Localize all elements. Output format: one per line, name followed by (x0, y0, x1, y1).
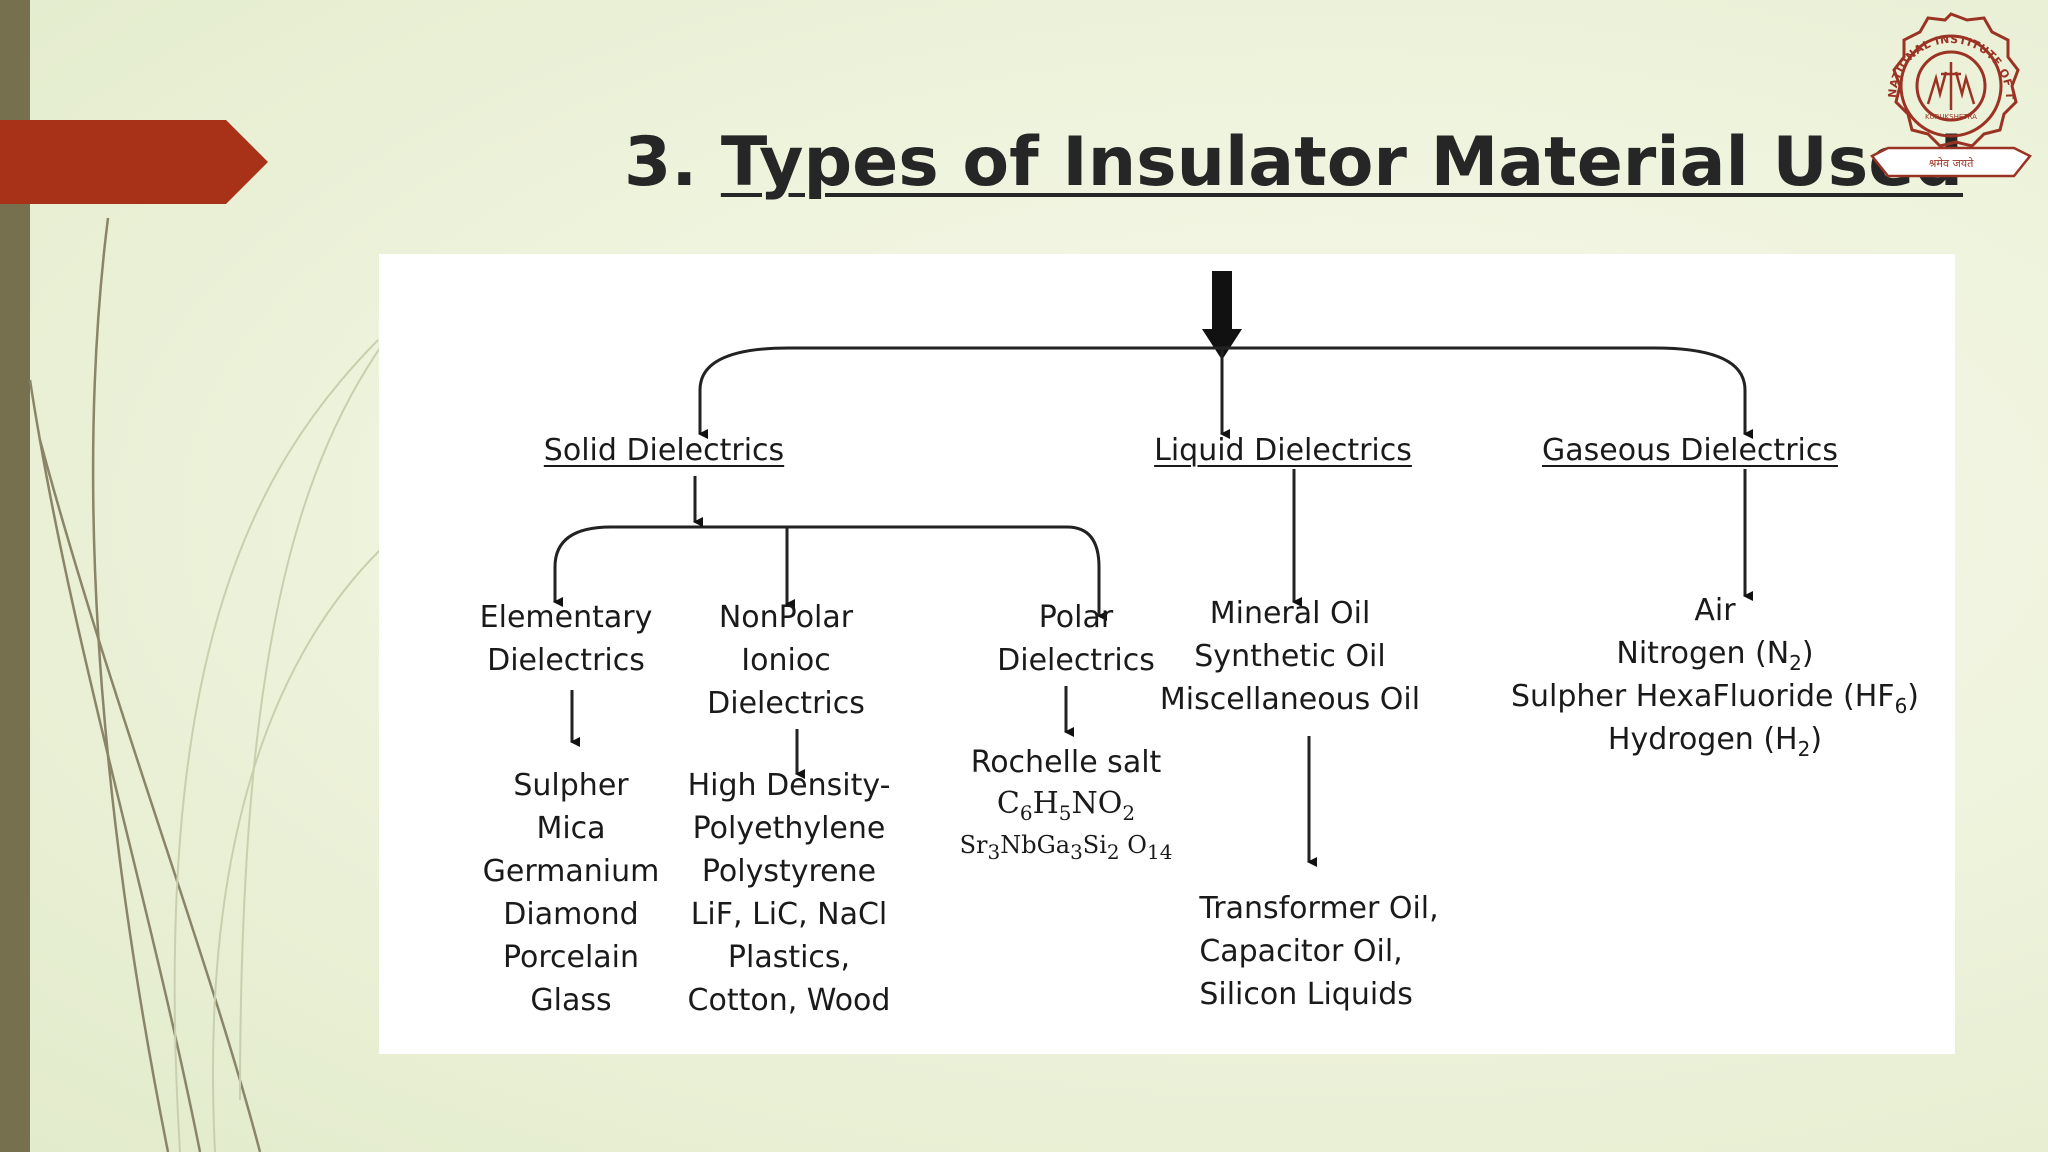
nonpolar-line2: Ionioc (741, 643, 831, 678)
gaseous-items-list: Air Nitrogen (N2) Sulpher HexaFluoride (… (1511, 589, 1919, 761)
list-item: Mineral Oil (1209, 596, 1371, 631)
title-number: 3. (624, 123, 698, 202)
list-item: Polyethylene (692, 811, 886, 846)
diagram-connectors (553, 271, 1753, 867)
list-item: Porcelain (502, 940, 640, 975)
polar-dielectrics-heading: Polar Dielectrics (997, 596, 1155, 682)
elementary-dielectrics-heading: Elementary Dielectrics (480, 596, 653, 682)
elementary-line1: Elementary (479, 600, 653, 635)
list-item: Hydrogen (H2) (1607, 722, 1823, 761)
list-item: LiF, LiC, NaCl (690, 897, 888, 932)
decorative-grass-lines (28, 217, 420, 1152)
solid-dielectrics-label: Solid Dielectrics (543, 433, 785, 468)
main-input-arrow-head (1202, 329, 1242, 360)
elementary-line2: Dielectrics (487, 643, 645, 678)
title-text: Types of Insulator Material Used (720, 123, 1964, 202)
nonpolar-line1: NonPolar (718, 600, 854, 635)
list-item: Sulpher (513, 768, 629, 803)
list-item: Glass (530, 983, 612, 1018)
nonpolar-items-list: High Density- Polyethylene Polystyrene L… (688, 764, 891, 1022)
nonpolar-line3: Dielectrics (707, 686, 865, 721)
list-item: Miscellaneous Oil (1159, 682, 1421, 717)
list-item: Transformer Oil, (1199, 891, 1439, 926)
gaseous-dielectrics-label: Gaseous Dielectrics (1542, 433, 1838, 468)
list-item: Mica (536, 811, 606, 846)
liquid-dielectrics-label: Liquid Dielectrics (1154, 433, 1412, 468)
polar-item-rochelle-salt: Rochelle salt (970, 745, 1162, 780)
list-item: Diamond (503, 897, 639, 932)
list-item: Nitrogen (N2) (1616, 636, 1814, 675)
list-item: Synthetic Oil (1194, 639, 1386, 674)
nonpolar-dielectrics-heading: NonPolar Ionioc Dielectrics (707, 596, 865, 725)
logo-motto: श्रमेव जयते (1929, 157, 1975, 170)
liquid-subitems-list: Transformer Oil, Capacitor Oil, Silicon … (1199, 887, 1438, 1016)
list-item: Silicon Liquids (1199, 977, 1413, 1012)
list-item: Plastics, (727, 940, 851, 975)
list-item: Sulpher HexaFluoride (HF6) (1510, 679, 1920, 718)
list-item: Germanium (482, 854, 660, 889)
main-input-arrow-shaft (1212, 271, 1232, 329)
page-title: 3. Types of Insulator Material Used (624, 118, 1963, 208)
list-item: Air (1694, 593, 1736, 628)
institute-logo: NATIONAL INSTITUTE OF TECHNOLOGY KURUKSH… (1866, 6, 2032, 178)
list-item: Capacitor Oil, (1199, 934, 1403, 969)
solid-sub-connector (553, 525, 1101, 609)
polar-formula-1: C6H5NO2 (996, 786, 1136, 825)
red-title-tab (0, 120, 268, 204)
elementary-items-list: Sulpher Mica Germanium Diamond Porcelain… (483, 764, 660, 1022)
liquid-items-list: Mineral Oil Synthetic Oil Miscellaneous … (1160, 592, 1420, 721)
top-branch-connector (698, 346, 1747, 434)
logo-city-text: KURUKSHETRA (1925, 113, 1977, 121)
list-item: Cotton, Wood (687, 983, 891, 1018)
list-item: Polystyrene (701, 854, 877, 889)
polar-line2: Dielectrics (997, 643, 1155, 678)
dielectrics-diagram: Solid Dielectrics Liquid Dielectrics Gas… (379, 254, 1955, 1054)
list-item: High Density- (687, 768, 891, 803)
polar-formula-2: Sr3NbGa3Si2 O14 (959, 831, 1173, 864)
polar-line1: Polar (1038, 600, 1114, 635)
